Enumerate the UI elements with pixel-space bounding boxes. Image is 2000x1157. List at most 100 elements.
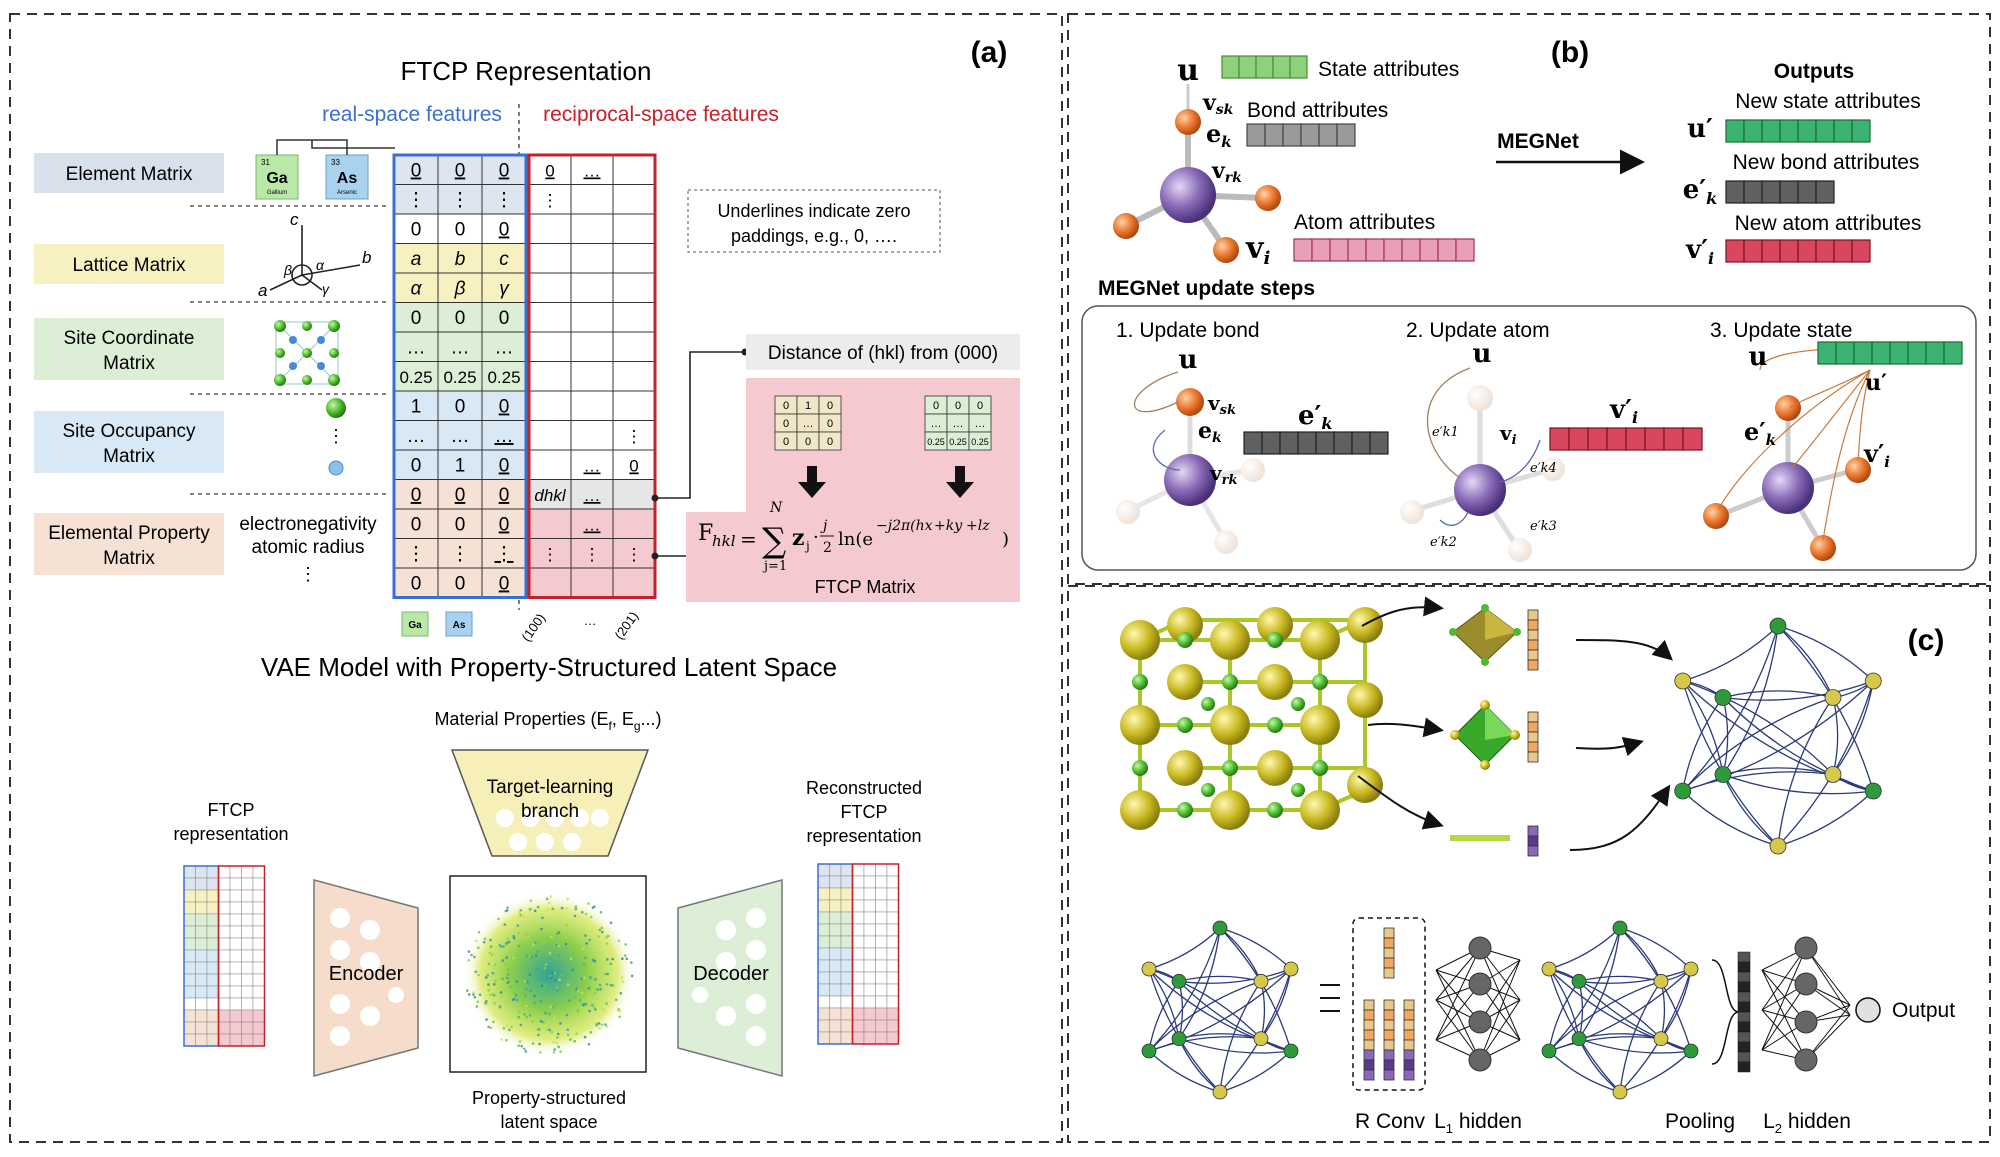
distance-box — [746, 334, 1020, 370]
vi-symbol: vi — [1245, 231, 1270, 269]
mini-cell-value: 0 — [933, 400, 939, 412]
vae-title: VAE Model with Property-Structured Laten… — [261, 652, 837, 682]
graph-node — [1683, 1043, 1699, 1059]
latent-point — [484, 976, 488, 979]
real-cell — [393, 449, 439, 480]
latent-point — [521, 955, 525, 958]
latent-point — [593, 959, 597, 963]
rconv-cell — [1383, 927, 1395, 939]
latent-point — [528, 955, 531, 958]
rconv-cell — [1383, 1049, 1395, 1061]
mini-cell-value: 0.25 — [971, 437, 989, 447]
rconv-cell — [1383, 947, 1395, 959]
bar-cell — [1401, 238, 1421, 262]
bar-cell — [1369, 431, 1389, 455]
connector-dot-3 — [651, 552, 659, 560]
real-cell-value: a — [411, 249, 422, 270]
real-cell-value: α — [411, 279, 423, 300]
real-cell — [437, 390, 483, 421]
u-symbol: u — [1177, 53, 1199, 88]
real-cell-value: 0 — [411, 485, 422, 506]
grid-cell — [863, 899, 876, 913]
recip-cell — [528, 272, 572, 303]
latent-point — [561, 951, 565, 955]
recip-cell — [612, 479, 656, 510]
graph-edge — [1219, 927, 1292, 970]
atom-attributes-label: Atom attributes — [1294, 211, 1435, 234]
step1-u: u — [1179, 345, 1198, 375]
graph-edge — [1682, 771, 1834, 792]
graph-edge — [1178, 980, 1292, 1052]
real-cell — [481, 479, 527, 510]
grid-cell — [195, 925, 208, 939]
bar-cell — [1315, 431, 1335, 455]
latent-point — [544, 1011, 547, 1015]
recip-cell — [528, 567, 572, 598]
graph-edge — [1722, 697, 1874, 792]
latent-point — [525, 1004, 528, 1008]
bar-cell — [1743, 119, 1763, 143]
bar-cell — [1455, 238, 1475, 262]
real-cell-value: 0 — [455, 485, 466, 506]
latent-point — [507, 967, 510, 971]
latent-point — [531, 1042, 535, 1045]
grid-cell — [206, 877, 219, 891]
grid-cell — [817, 863, 830, 877]
latent-point — [491, 971, 495, 975]
recip-cell — [528, 243, 572, 274]
vsk-symbol: vsk — [1202, 90, 1234, 118]
latent-point — [489, 938, 492, 942]
grid-cell — [183, 901, 196, 915]
mini-cell-value: … — [953, 418, 964, 430]
graph-node — [1653, 1031, 1669, 1047]
site-occupancy-box — [34, 411, 224, 473]
grid-cell — [206, 913, 219, 927]
grid-cell — [252, 961, 265, 975]
svg-text:=: = — [740, 527, 757, 551]
step2-atom-bar — [1549, 427, 1703, 451]
latent-point — [579, 993, 583, 997]
grid-cell — [817, 887, 830, 901]
latent-point — [599, 941, 602, 944]
latent-point — [539, 1051, 542, 1054]
latent-point — [630, 961, 633, 964]
latent-point — [565, 947, 568, 950]
grid-cell — [252, 901, 265, 915]
latent-point — [573, 914, 577, 918]
recon-label-1: Reconstructed — [806, 778, 922, 798]
graph-edge — [1777, 790, 1874, 847]
grid-cell — [852, 863, 865, 877]
bar-cell — [1568, 427, 1589, 451]
latent-point — [539, 1019, 543, 1023]
bar-cell — [1797, 119, 1817, 143]
grid-cell — [252, 985, 265, 999]
graph-node — [1253, 1031, 1269, 1047]
graph-node — [1171, 973, 1187, 989]
pool-cell — [1737, 971, 1751, 983]
pooling-vector — [1737, 951, 1751, 1073]
graph-node — [1769, 617, 1787, 635]
hidden-node — [1468, 972, 1492, 996]
vector-cell — [1527, 659, 1539, 671]
latent-point — [589, 976, 592, 979]
grid-cell — [817, 1031, 830, 1045]
svg-text:hkl: hkl — [712, 532, 736, 550]
hidden-node — [1468, 1048, 1492, 1072]
latent-point — [501, 977, 504, 981]
real-cell — [437, 243, 483, 274]
bar-cell — [1851, 239, 1871, 263]
grid-cell — [218, 877, 231, 891]
grid-cell — [241, 877, 254, 891]
grid-cell — [206, 985, 219, 999]
grid-cell — [886, 1031, 899, 1045]
latent-point — [506, 937, 510, 941]
recip-cell — [528, 302, 572, 333]
graph-edge — [1178, 927, 1221, 1040]
graph-edge — [1832, 680, 1874, 775]
latent-point — [473, 995, 477, 999]
grid-cell — [206, 997, 219, 1011]
grid-cell — [840, 983, 853, 997]
grid-cell — [817, 935, 830, 949]
row-dividers — [190, 205, 390, 495]
